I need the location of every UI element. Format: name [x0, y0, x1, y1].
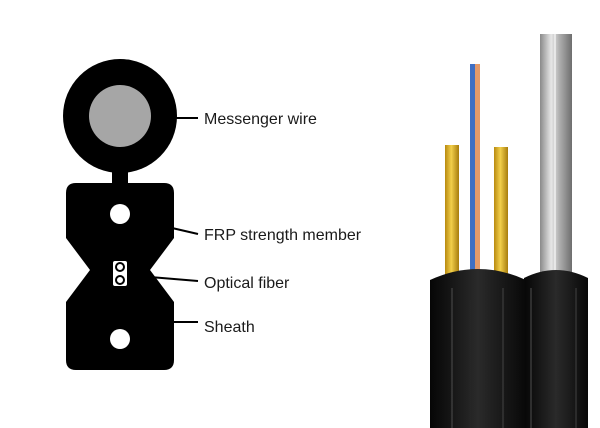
label-frp-strength-member: FRP strength member	[204, 227, 362, 244]
optical-fiber-1	[115, 262, 125, 272]
label-sheath: Sheath	[204, 319, 255, 336]
label-messenger-wire: Messenger wire	[204, 111, 317, 128]
cable-cross-section-icon	[63, 59, 177, 370]
cable-jacket	[430, 269, 526, 428]
frp-rod-right	[494, 147, 508, 275]
frp-strength-member-bottom	[110, 329, 130, 349]
messenger-jacket	[524, 270, 588, 428]
optical-fiber-blue	[470, 64, 475, 274]
leader-line-frp	[171, 227, 199, 235]
label-optical-fiber: Optical fiber	[204, 275, 290, 292]
leader-lines	[149, 117, 199, 323]
frp-rod-left	[445, 145, 459, 275]
frp-strength-member-top	[110, 204, 130, 224]
cable-photo-illustration	[430, 34, 588, 428]
messenger-core	[89, 85, 151, 147]
optical-fiber-2	[115, 275, 125, 285]
leader-line-fiber	[149, 276, 199, 282]
optical-fiber-orange	[475, 64, 480, 274]
